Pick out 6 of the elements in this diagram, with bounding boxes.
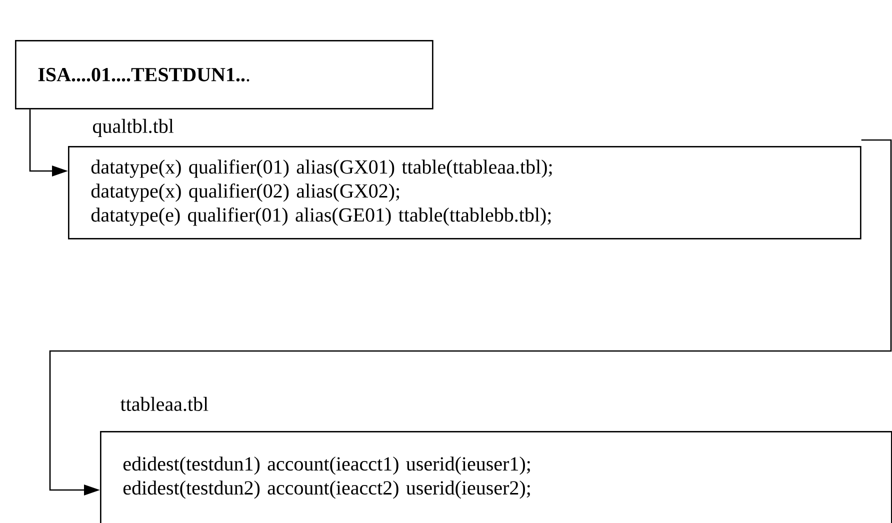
table-box: datatype(x) qualifier(01) alias(GX01) ttable(ttableaa.tbl); datatype(x) qualifier(02) alias(GX02); datatype(e) qualifier(01) alias(GE01) ttable(ttablebb.tbl); xyxy=(68,146,862,240)
table-box: edidest(testdun1) account(ieacct1) userid(ieuser1); edidest(testdun2) account(ieacct2) userid(ieuser2); xyxy=(100,430,892,523)
header-box: ISA....01....TESTDUN1... xyxy=(15,40,434,110)
table-name: qualtbl.tbl xyxy=(93,118,174,138)
table-name: ttableaa.tbl xyxy=(120,396,208,412)
arrow xyxy=(49,139,892,496)
